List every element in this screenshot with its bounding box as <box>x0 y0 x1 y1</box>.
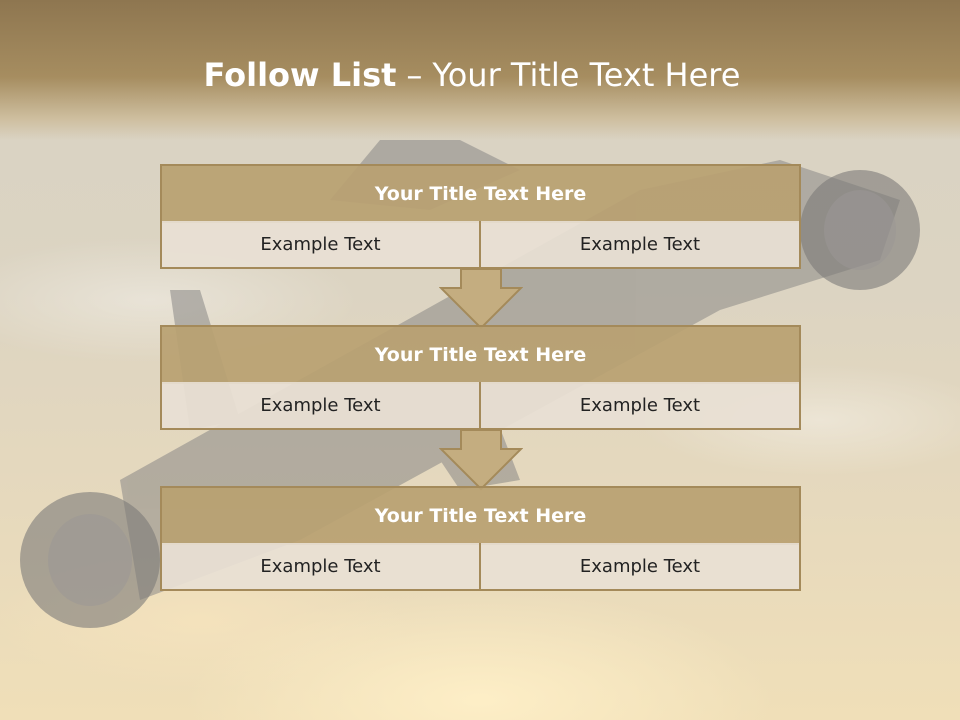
step-left-text: Example Text <box>160 382 481 430</box>
down-arrow-icon <box>439 268 523 330</box>
step-title: Your Title Text Here <box>160 164 801 223</box>
step-left-text: Example Text <box>160 543 481 591</box>
step-right-text: Example Text <box>479 221 801 269</box>
step-title: Your Title Text Here <box>160 486 801 545</box>
slide-title: Follow List–Your Title Text Here <box>0 56 944 94</box>
step-right-text: Example Text <box>479 543 801 591</box>
down-arrow-icon <box>439 429 523 491</box>
header-band <box>0 0 960 140</box>
step-title: Your Title Text Here <box>160 325 801 384</box>
title-rest-part: Your Title Text Here <box>432 56 741 94</box>
step-right-text: Example Text <box>479 382 801 430</box>
title-bold-part: Follow List <box>203 56 397 94</box>
step-left-text: Example Text <box>160 221 481 269</box>
title-dash: – <box>406 56 423 94</box>
